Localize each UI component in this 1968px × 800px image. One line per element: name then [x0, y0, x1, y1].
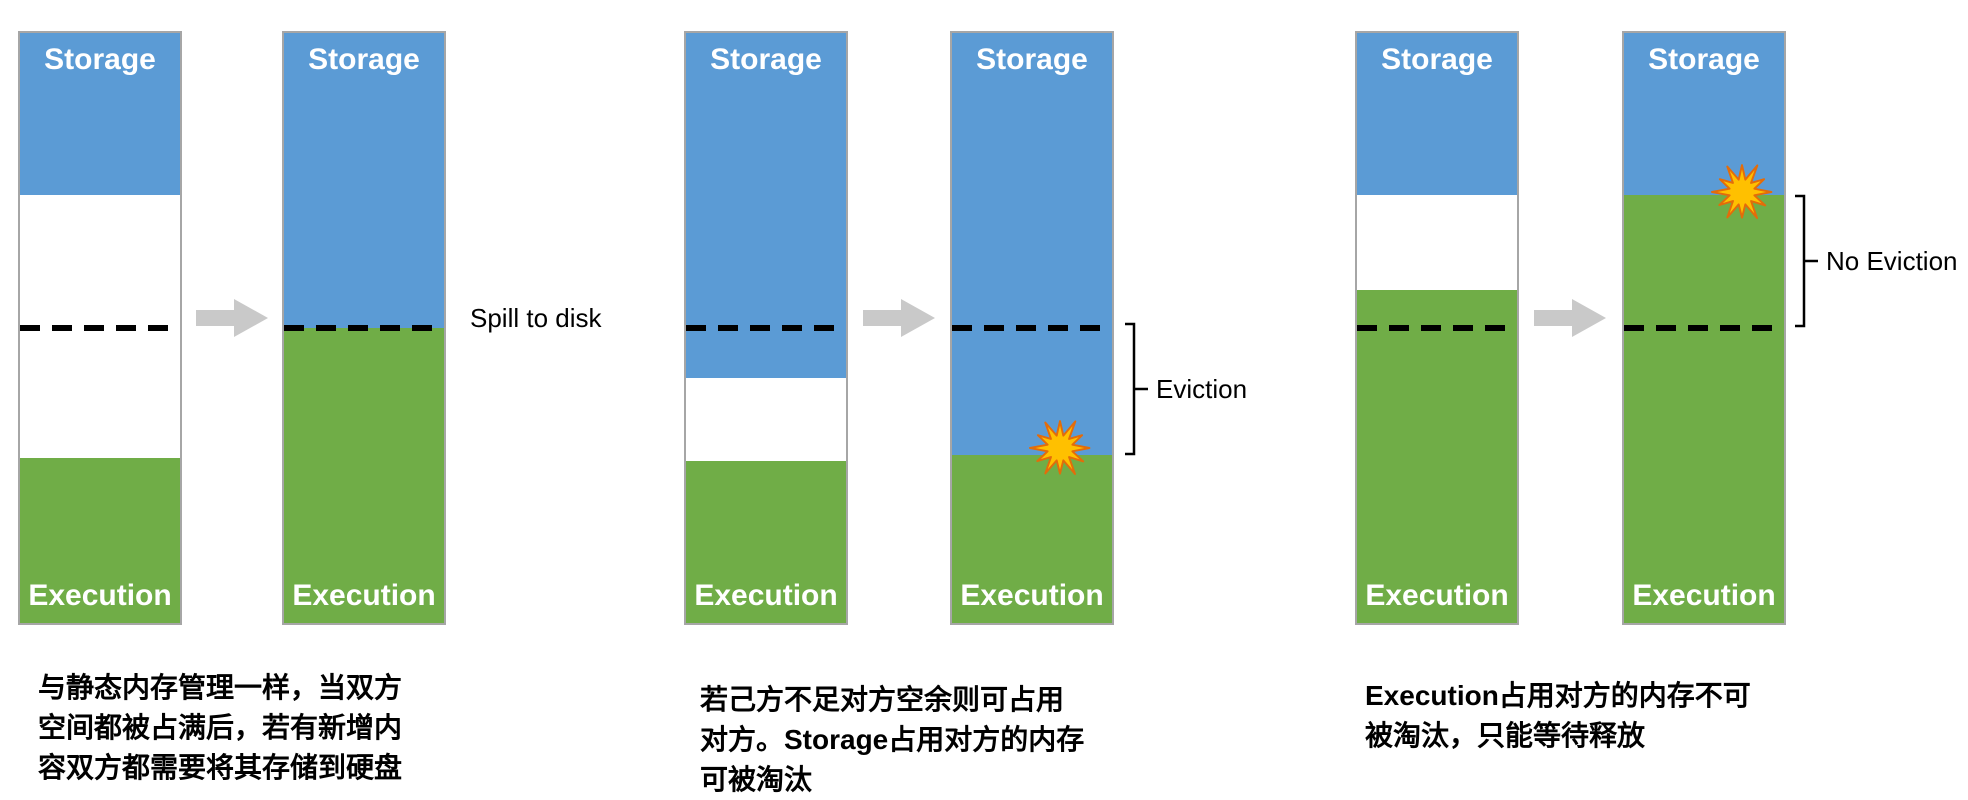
- boundary-dashed-line: [284, 325, 444, 331]
- storage-label: Storage: [308, 43, 420, 76]
- execution-label: Execution: [694, 579, 838, 612]
- execution-label: Execution: [292, 579, 436, 612]
- memory-bar-spill-after: Storage Execution: [282, 31, 446, 625]
- caption-static-spill: 与静态内存管理一样，当双方 空间都被占满后，若有新增内 容双方都需要将其存储到硬…: [38, 668, 402, 788]
- execution-segment: [1357, 289, 1517, 623]
- spill-to-disk-label: Spill to disk: [470, 303, 602, 333]
- boundary-dashed-line: [1624, 325, 1784, 331]
- storage-segment: [284, 33, 444, 328]
- memory-bar-storage-borrow-after: Storage Execution: [950, 31, 1114, 625]
- caption-line: 空间都被占满后，若有新增内: [38, 712, 403, 743]
- eviction-label: Eviction: [1156, 374, 1248, 404]
- storage-segment: [952, 33, 1112, 455]
- execution-label: Execution: [1365, 579, 1509, 612]
- storage-label: Storage: [1648, 43, 1760, 76]
- execution-label: Execution: [1632, 579, 1776, 612]
- caption-line: Execution占用对方的内存不可: [1365, 680, 1751, 711]
- execution-segment: [1624, 195, 1784, 623]
- storage-label: Storage: [976, 43, 1088, 76]
- caption-line: 被淘汰，只能等待释放: [1365, 720, 1646, 751]
- no-eviction-bracket: [1795, 194, 1818, 328]
- memory-bar-execution-borrow-before: Storage Execution: [1355, 31, 1519, 625]
- caption-line: 可被淘汰: [700, 764, 813, 795]
- boundary-dashed-line: [686, 325, 846, 331]
- execution-segment: [952, 454, 1112, 623]
- execution-label: Execution: [960, 579, 1104, 612]
- execution-segment: [686, 460, 846, 623]
- collision-burst-icon: [1710, 164, 1773, 220]
- storage-label: Storage: [710, 43, 822, 76]
- transition-arrow-icon: [196, 299, 268, 337]
- boundary-dashed-line: [20, 325, 180, 331]
- execution-label: Execution: [28, 579, 172, 612]
- caption-line: 对方。Storage占用对方的内存: [700, 724, 1085, 755]
- memory-bar-storage-borrow-before: Storage Execution: [684, 31, 848, 625]
- storage-segment: [686, 33, 846, 379]
- collision-burst-icon: [1028, 420, 1091, 476]
- memory-bar-spill-before: Storage Execution: [18, 31, 182, 625]
- boundary-dashed-line: [952, 325, 1112, 331]
- execution-segment: [284, 328, 444, 623]
- storage-segment: [20, 33, 180, 196]
- storage-label: Storage: [1381, 43, 1493, 76]
- execution-segment: [20, 457, 180, 623]
- caption-storage-borrow: 若己方不足对方空余则可占用 对方。Storage占用对方的内存 可被淘汰: [700, 680, 1084, 800]
- storage-segment: [1357, 33, 1517, 196]
- eviction-bracket: [1125, 322, 1148, 456]
- memory-bar-execution-borrow-after: Storage Execution: [1622, 31, 1786, 625]
- no-eviction-label: No Eviction: [1826, 246, 1958, 276]
- transition-arrow-icon: [1534, 299, 1606, 337]
- caption-execution-borrow: Execution占用对方的内存不可 被淘汰，只能等待释放: [1365, 676, 1751, 756]
- storage-label: Storage: [44, 43, 156, 76]
- transition-arrow-icon: [863, 299, 935, 337]
- boundary-dashed-line: [1357, 325, 1517, 331]
- caption-line: 若己方不足对方空余则可占用: [700, 684, 1065, 715]
- caption-line: 容双方都需要将其存储到硬盘: [38, 752, 403, 783]
- caption-line: 与静态内存管理一样，当双方: [38, 672, 403, 703]
